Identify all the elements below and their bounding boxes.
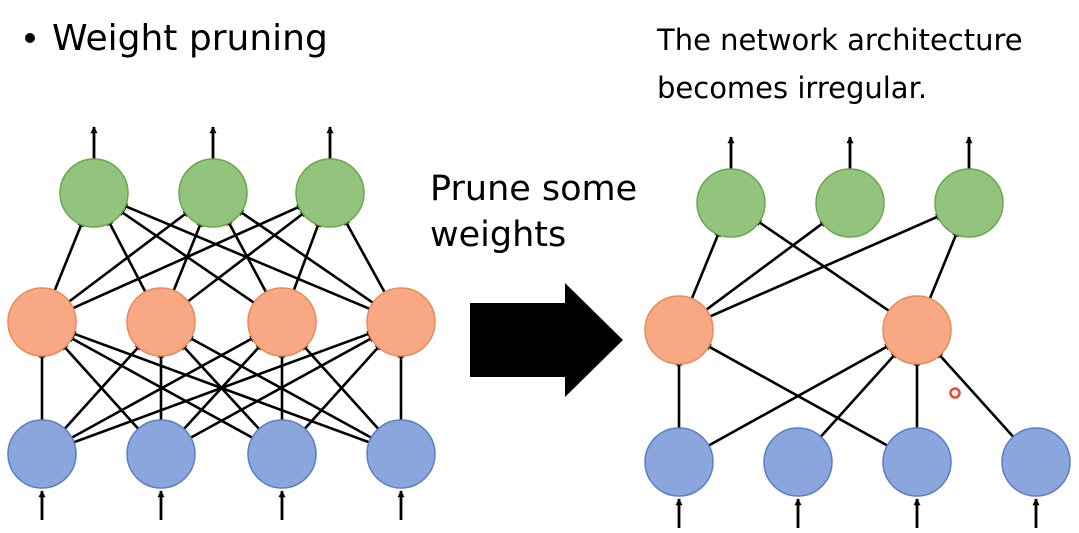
edge-i4-h1 xyxy=(68,330,402,456)
original-network xyxy=(7,126,436,520)
edge-h4-o3 xyxy=(926,229,960,304)
edge-i1-h4 xyxy=(678,343,893,464)
input-neuron-i3 xyxy=(247,419,317,489)
edge-h4-o3 xyxy=(342,217,389,298)
arrow-caption-line-1: Prune some xyxy=(430,169,637,209)
input-neuron-i1 xyxy=(7,419,77,489)
edge-h2-o1 xyxy=(106,218,149,297)
output-neuron-o1 xyxy=(59,158,129,228)
hidden-neuron-h1 xyxy=(7,287,77,357)
edge-h3-o1 xyxy=(117,208,259,307)
input-neuron-i3 xyxy=(882,427,952,497)
edge-h4-o2 xyxy=(236,208,378,307)
output-neuron-o2 xyxy=(178,158,248,228)
big-right-arrow-icon xyxy=(470,283,623,397)
input-neuron-i4 xyxy=(366,419,436,489)
edge-i3-h1 xyxy=(703,343,918,464)
edge-h4-o1 xyxy=(754,218,894,315)
right-caption: The network architecture becomes irregul… xyxy=(656,23,1023,105)
input-neuron-i1 xyxy=(644,427,714,497)
arrow-caption: Prune some weights xyxy=(430,169,637,255)
right-caption-line-2: becomes irregular. xyxy=(657,71,927,105)
input-neuron-i2 xyxy=(763,427,833,497)
right-caption-line-1: The network architecture xyxy=(656,23,1023,57)
input-neuron-i4 xyxy=(1001,427,1071,497)
hidden-neuron-h1 xyxy=(644,295,714,365)
edge-i2-h4 xyxy=(160,334,377,456)
edge-i4-h2 xyxy=(185,334,402,456)
hidden-neuron-h3 xyxy=(247,287,317,357)
edge-h1-o2 xyxy=(701,219,828,314)
hidden-neuron-h4 xyxy=(366,287,436,357)
bullet-title-text: Weight pruning xyxy=(52,18,328,59)
output-neuron-o1 xyxy=(696,168,766,238)
edge-i1-h4 xyxy=(41,330,375,456)
slide-title: Weight pruning xyxy=(25,18,328,59)
hidden-neuron-h2 xyxy=(126,287,196,357)
output-neuron-o2 xyxy=(815,168,885,238)
edge-h1-o1 xyxy=(688,229,722,304)
bullet-dot-icon xyxy=(25,33,35,43)
input-neuron-i2 xyxy=(126,419,196,489)
edge-i3-h1 xyxy=(66,334,283,456)
pruned-network xyxy=(644,136,1071,528)
arrow-caption-line-2: weights xyxy=(430,215,566,255)
output-neuron-o3 xyxy=(295,158,365,228)
laser-pointer-icon xyxy=(949,387,961,399)
output-neuron-o3 xyxy=(934,168,1004,238)
edge-h1-o1 xyxy=(51,219,85,296)
edge-h4-o1 xyxy=(120,203,375,312)
hidden-neuron-h4 xyxy=(882,295,952,365)
